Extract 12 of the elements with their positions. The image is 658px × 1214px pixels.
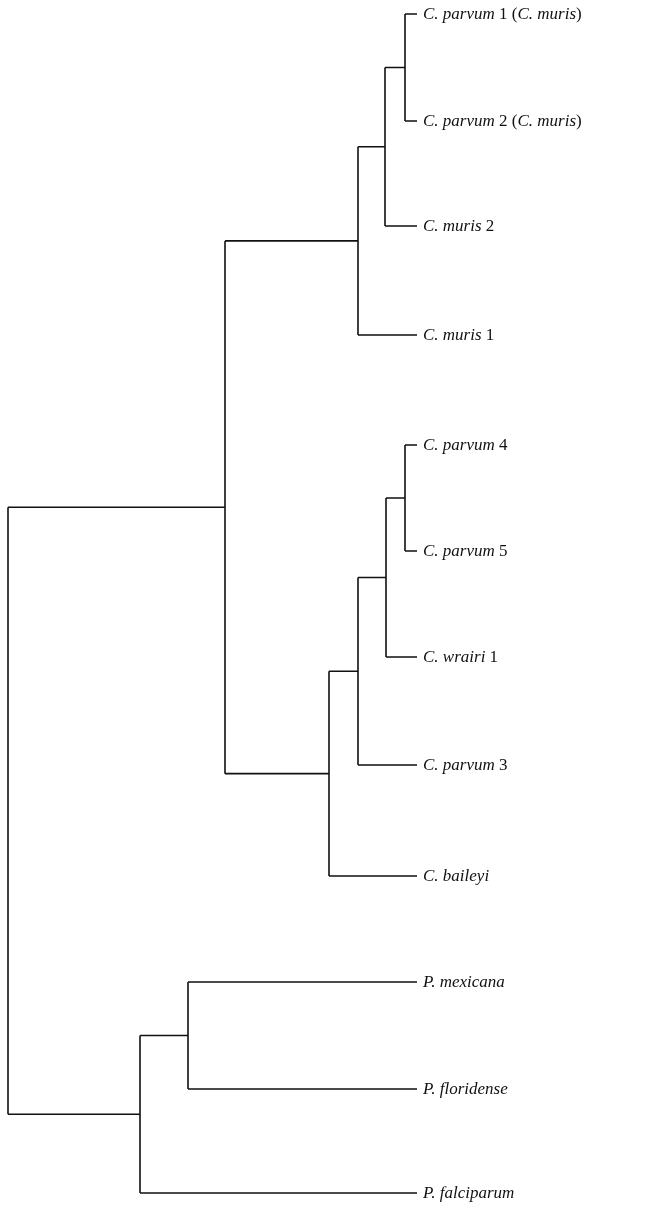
taxon-label: C. muris 2 [423,216,495,236]
taxon-label: C. parvum 4 [423,435,508,455]
taxon-label: C. parvum 5 [423,541,508,561]
taxon-label: P. falciparum [423,1183,515,1203]
taxon-label: C. parvum 2 (C. muris) [423,111,582,131]
taxon-label: C. baileyi [423,866,490,886]
taxon-label: C. parvum 3 [423,755,508,775]
taxon-label: P. floridense [423,1079,508,1099]
taxon-label: C. wrairi 1 [423,647,499,667]
taxon-label: C. parvum 1 (C. muris) [423,4,582,24]
taxon-label: P. mexicana [423,972,505,992]
taxon-label: C. muris 1 [423,325,495,345]
